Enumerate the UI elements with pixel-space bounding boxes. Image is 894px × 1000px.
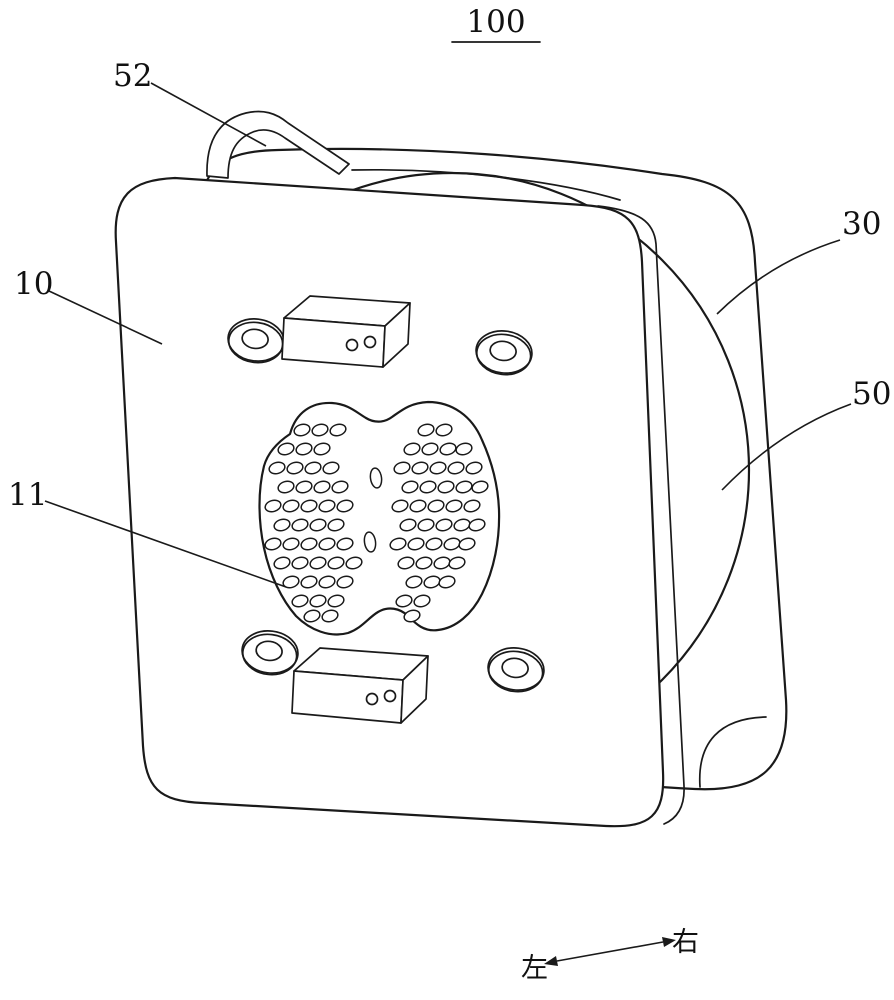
leader-lines — [44, 82, 852, 588]
leader-52 — [150, 82, 267, 147]
orientation-axis-line — [556, 941, 664, 962]
arrow-left-icon — [544, 956, 558, 966]
label-11: 11 — [8, 477, 47, 513]
latch-clip-52 — [206, 110, 350, 179]
leader-30 — [716, 239, 841, 315]
orientation-right-label: 右 — [672, 927, 699, 958]
leader-11 — [44, 500, 287, 588]
label-30: 30 — [842, 206, 881, 242]
screw-holes — [227, 318, 545, 693]
label-10: 10 — [14, 266, 53, 302]
label-50: 50 — [852, 376, 891, 412]
label-52: 52 — [113, 58, 152, 94]
perforated-pad-11 — [258, 400, 501, 636]
leader-10 — [48, 290, 163, 345]
figure-number-group: 100 — [451, 4, 541, 43]
arrow-right-icon — [662, 937, 676, 947]
orientation-left-label: 左 — [521, 953, 548, 984]
orientation-indicator: 左 右 — [521, 927, 699, 984]
part-labels: 52 10 30 50 11 — [8, 58, 891, 513]
mounting-block-top — [281, 295, 411, 368]
mounting-block-bottom — [291, 647, 429, 724]
leader-50 — [721, 403, 852, 491]
figure-number: 100 — [466, 4, 525, 40]
